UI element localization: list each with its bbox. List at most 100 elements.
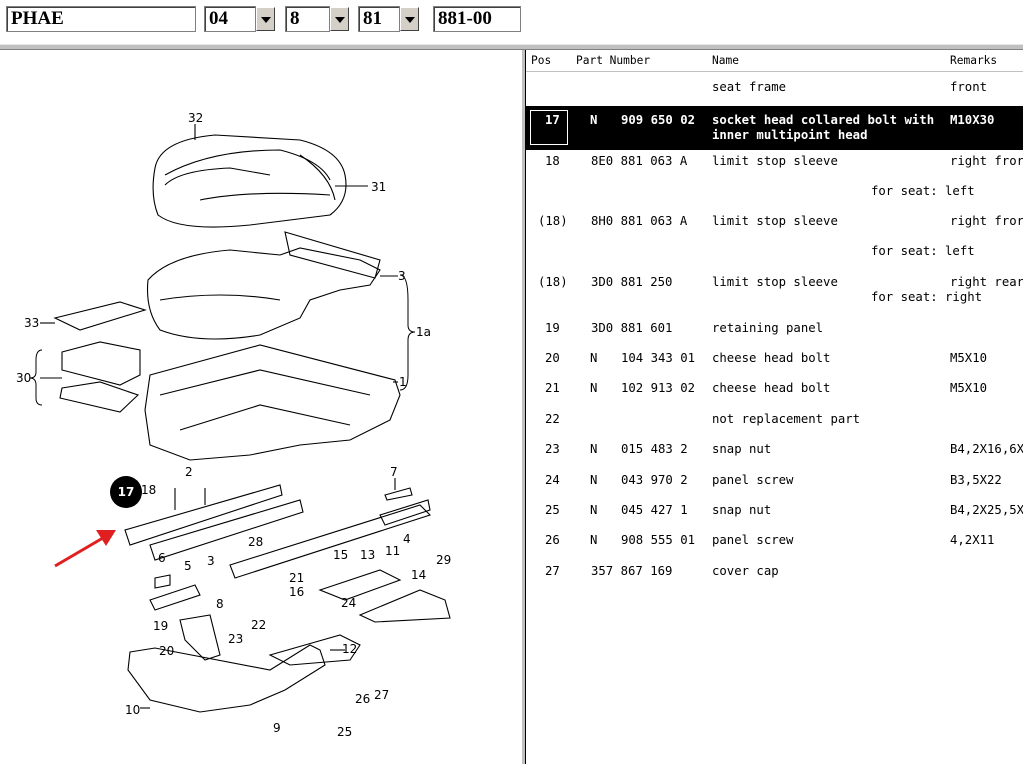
cell-name: snap nut xyxy=(712,503,772,517)
col-name[interactable]: Name xyxy=(712,54,739,67)
svg-text:19: 19 xyxy=(153,619,168,633)
svg-text:33: 33 xyxy=(24,316,39,330)
parts-table: Pos Part Number Name Remarks seat frame f… xyxy=(526,50,1023,764)
cell-pos: 23 xyxy=(545,442,560,456)
toolbar-separator xyxy=(0,44,1023,50)
cell-n: N xyxy=(590,113,598,127)
select-3[interactable]: 81 xyxy=(358,6,400,32)
cell-name: not replacement part xyxy=(712,412,861,426)
svg-text:10: 10 xyxy=(125,703,140,717)
cell-remark: M5X10 xyxy=(950,351,988,365)
cell-pos: 18 xyxy=(545,154,560,168)
svg-text:11: 11 xyxy=(385,544,400,558)
svg-text:12: 12 xyxy=(342,642,357,656)
cell-part: 043 970 2 xyxy=(621,473,688,487)
col-part-number[interactable]: Part Number xyxy=(576,54,651,67)
svg-text:24: 24 xyxy=(341,596,356,610)
cell-n: N xyxy=(590,381,598,395)
cell-remark2: for seat: right xyxy=(871,290,983,304)
cell-part: 908 555 01 xyxy=(621,533,696,547)
svg-text:30: 30 xyxy=(16,371,31,385)
exploded-diagram[interactable]: 17 32 31 3 1a 1 33 30 2 7 18 28 3 4 6 5 … xyxy=(0,50,522,764)
cell-part: 3D0 881 250 xyxy=(591,275,673,289)
cell-remark: right rear xyxy=(950,275,1023,289)
cell-name: seat frame xyxy=(712,80,787,94)
callout-17-label[interactable]: 17 xyxy=(118,485,135,499)
col-remarks[interactable]: Remarks xyxy=(950,54,998,67)
table-row[interactable]: seat frame front xyxy=(526,80,1023,98)
svg-text:6: 6 xyxy=(158,551,166,565)
svg-text:14: 14 xyxy=(411,568,426,582)
svg-text:32: 32 xyxy=(188,111,203,125)
cell-part: 357 867 169 xyxy=(591,564,673,578)
chevron-down-icon[interactable] xyxy=(256,7,275,31)
cell-part: 909 650 02 xyxy=(621,113,696,127)
svg-text:5: 5 xyxy=(184,559,192,573)
svg-text:8: 8 xyxy=(216,597,224,611)
chevron-down-icon[interactable] xyxy=(400,7,419,31)
table-row[interactable]: 22 not replacement part xyxy=(526,412,1023,434)
cell-n: N xyxy=(590,442,598,456)
table-row[interactable]: 23 N 015 483 2 snap nut B4,2X16,6X xyxy=(526,442,1023,464)
select-2[interactable]: 8 xyxy=(285,6,330,32)
cell-n: N xyxy=(590,503,598,517)
cell-remark: right fror xyxy=(950,214,1023,228)
svg-text:27: 27 xyxy=(374,688,389,702)
cell-pos: 22 xyxy=(545,412,560,426)
cell-n: N xyxy=(590,473,598,487)
pane-splitter[interactable] xyxy=(522,50,526,764)
svg-text:31: 31 xyxy=(371,180,386,194)
col-pos[interactable]: Pos xyxy=(531,54,552,67)
cell-remark: front xyxy=(950,80,988,94)
cell-remark: B4,2X16,6X xyxy=(950,442,1023,456)
group-field[interactable]: 881-00 xyxy=(433,6,521,32)
cell-part: 015 483 2 xyxy=(621,442,688,456)
cell-name: retaining panel xyxy=(712,321,824,335)
cell-pos: 26 xyxy=(545,533,560,547)
svg-text:4: 4 xyxy=(403,532,411,546)
model-field[interactable]: PHAE xyxy=(6,6,196,32)
cell-name: cover cap xyxy=(712,564,779,578)
cell-name: limit stop sleeve xyxy=(712,275,838,289)
cell-part: 045 427 1 xyxy=(621,503,688,517)
svg-text:26: 26 xyxy=(355,692,370,706)
parts-diagram-pane[interactable]: 17 32 31 3 1a 1 33 30 2 7 18 28 3 4 6 5 … xyxy=(0,50,522,764)
cell-name: snap nut xyxy=(712,442,772,456)
table-header: Pos Part Number Name Remarks xyxy=(526,50,1023,72)
table-row[interactable]: 25 N 045 427 1 snap nut B4,2X25,5X xyxy=(526,503,1023,525)
cell-pos: 21 xyxy=(545,381,560,395)
svg-text:2: 2 xyxy=(185,465,193,479)
chevron-down-icon[interactable] xyxy=(330,7,349,31)
cell-remark: B3,5X22 xyxy=(950,473,1002,487)
cell-n: N xyxy=(590,351,598,365)
svg-text:9: 9 xyxy=(273,721,281,735)
svg-text:13: 13 xyxy=(360,548,375,562)
svg-text:23: 23 xyxy=(228,632,243,646)
cell-remark: 4,2X11 xyxy=(950,533,995,547)
cell-pos: 24 xyxy=(545,473,560,487)
cell-pos: (18) xyxy=(538,214,568,228)
cell-n: N xyxy=(590,533,598,547)
select-1[interactable]: 04 xyxy=(204,6,256,32)
table-row[interactable]: 24 N 043 970 2 panel screw B3,5X22 xyxy=(526,473,1023,495)
cell-remark: B4,2X25,5X xyxy=(950,503,1023,517)
cell-remark: right fror xyxy=(950,154,1023,168)
svg-text:15: 15 xyxy=(333,548,348,562)
cell-pos: 20 xyxy=(545,351,560,365)
svg-text:21: 21 xyxy=(289,571,304,585)
svg-text:22: 22 xyxy=(251,618,266,632)
cell-pos: 25 xyxy=(545,503,560,517)
cell-name: panel screw xyxy=(712,473,794,487)
cell-part: 3D0 881 601 xyxy=(591,321,673,335)
cell-remark2: for seat: left xyxy=(871,184,975,198)
cell-part: 104 343 01 xyxy=(621,351,696,365)
